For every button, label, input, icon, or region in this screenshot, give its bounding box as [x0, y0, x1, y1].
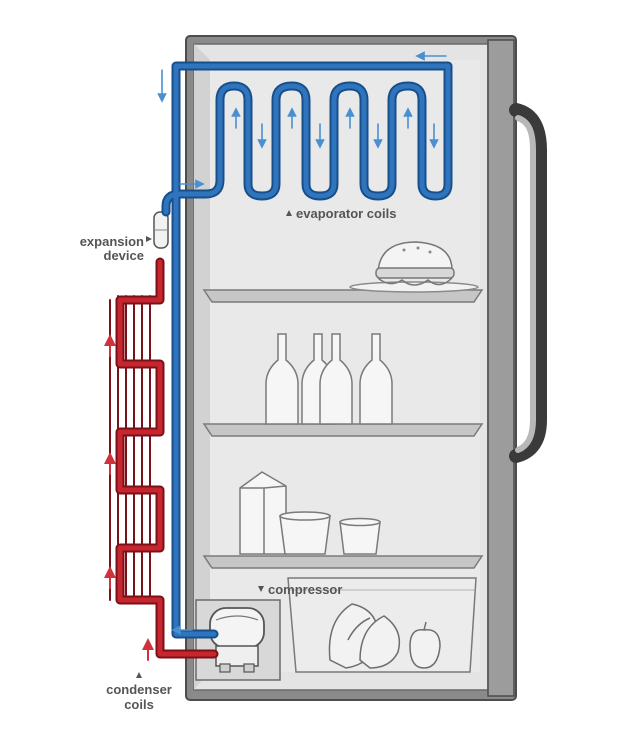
produce-illustration [328, 603, 441, 669]
label-evaporator-text: evaporator coils [296, 206, 396, 221]
expansion-device-icon [153, 211, 169, 249]
label-condenser-line1: condenser [106, 682, 172, 697]
condenser-coils [104, 257, 219, 661]
cups-illustration [279, 511, 381, 555]
label-expansion-line1: expansion [80, 234, 144, 249]
label-expansion-line2: device [104, 248, 144, 263]
compressor-icon [209, 607, 265, 673]
sandwich-illustration [349, 241, 479, 293]
milk-carton-illustration [239, 471, 287, 555]
door-handle [509, 103, 547, 463]
label-condenser-line2: coils [124, 697, 154, 712]
label-compressor-text: compressor [268, 582, 342, 597]
label-evaporator: evaporator coils [286, 206, 396, 221]
evaporator-coils [157, 51, 453, 639]
label-expansion-device: expansion device [80, 234, 152, 263]
shelf-bottom [202, 555, 484, 569]
label-condenser-coils: condenser coils [106, 672, 172, 712]
shelf-middle [202, 423, 484, 437]
label-compressor: compressor [258, 582, 342, 597]
bottles-illustration [265, 333, 393, 425]
